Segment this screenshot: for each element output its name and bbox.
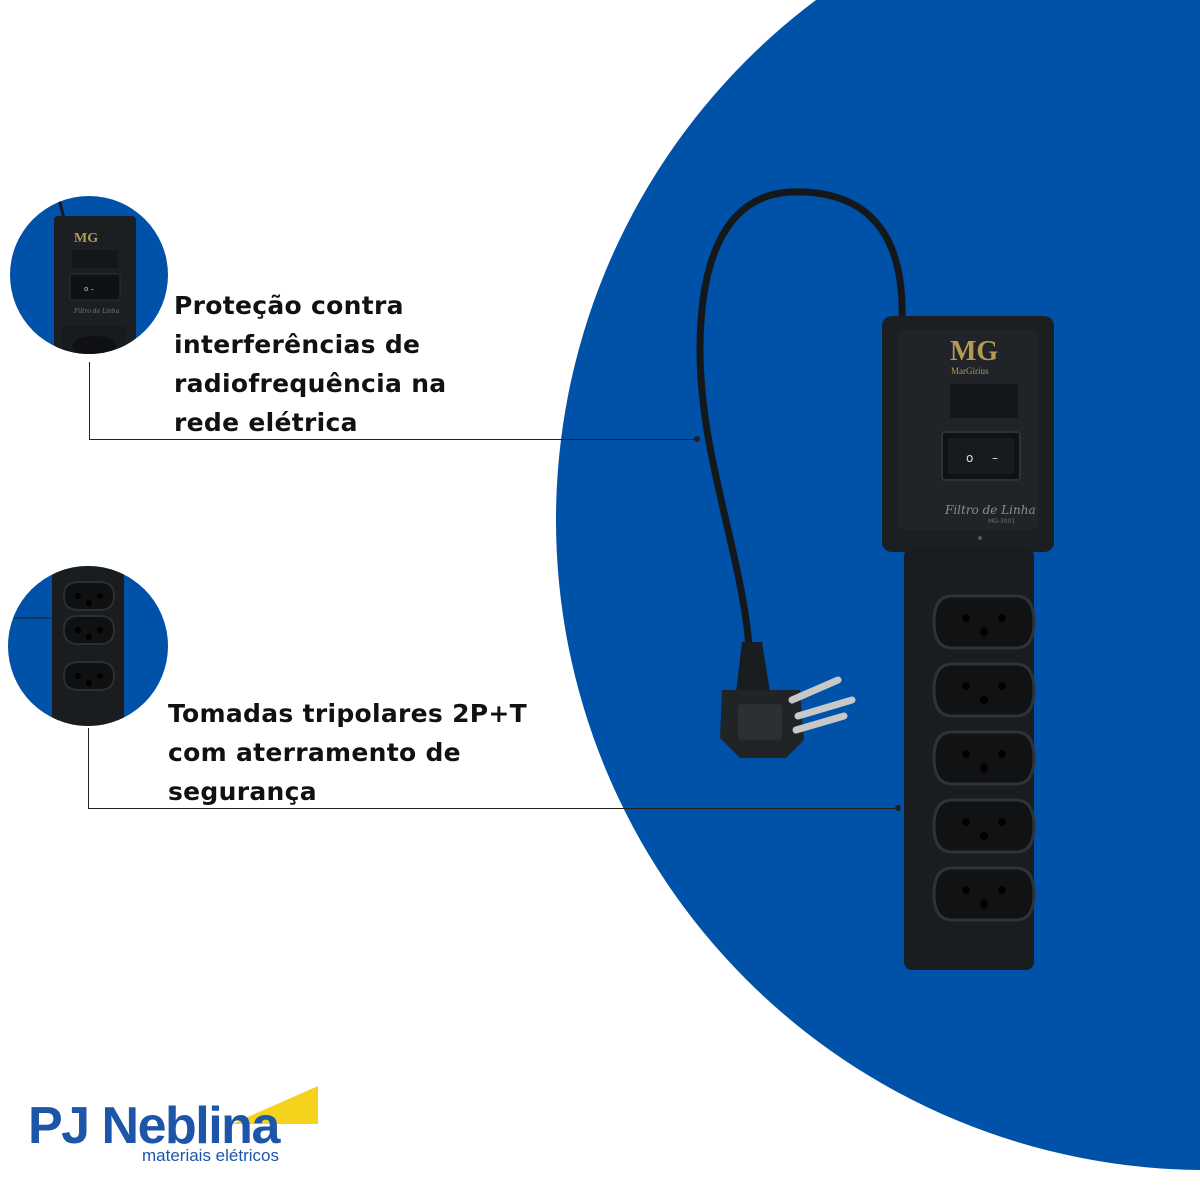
outlet-2 — [932, 662, 1036, 718]
plug-face — [738, 704, 782, 740]
logo-tagline: materiais elétricos — [142, 1146, 279, 1165]
outlets-closeup-image — [8, 566, 124, 726]
callout-thumbnail-switch: MG o – Filtro de Linha — [10, 196, 168, 354]
outlet-5 — [932, 866, 1036, 922]
model-label: Filtro de Linha — [944, 503, 1036, 517]
outlet-4 — [932, 798, 1036, 854]
indicator-window — [950, 384, 1018, 418]
callout-line-1 — [89, 362, 698, 440]
callout-line-1-dot — [694, 436, 700, 442]
callout-line-2-dot — [895, 805, 901, 811]
pj-neblina-logo: PJ Neblina materiais elétricos — [22, 1082, 322, 1172]
logo-name: PJ Neblina — [28, 1097, 280, 1155]
outlets — [932, 594, 1036, 922]
svg-text:MG: MG — [74, 231, 98, 246]
power-cable — [696, 188, 906, 664]
switch-on-symbol: – — [992, 451, 998, 465]
callout-text-rf-protection: Proteção contra interferências de radiof… — [174, 291, 447, 437]
model-code: MG-3001 — [988, 518, 1015, 525]
callout-thumbnail-outlets — [8, 566, 168, 726]
outlet-3 — [932, 730, 1036, 786]
switch-closeup-image: MG o – Filtro de Linha — [54, 196, 136, 354]
callout-line-2 — [88, 728, 899, 809]
svg-text:o –: o – — [84, 285, 95, 293]
logo-yellow-wedge — [232, 1086, 318, 1124]
plug-pins — [788, 676, 856, 734]
svg-text:Filtro de Linha: Filtro de Linha — [73, 308, 120, 315]
brand-mark: MG — [950, 336, 998, 367]
callout-text-grounded-outlets: Tomadas tripolares 2P+T com aterramento … — [168, 699, 528, 806]
outlet-1 — [932, 594, 1036, 650]
switch-off-symbol: o — [966, 451, 973, 465]
brand-name: MarGirius — [951, 366, 989, 376]
led-indicator — [978, 536, 982, 540]
plug-strain-relief — [736, 642, 770, 692]
